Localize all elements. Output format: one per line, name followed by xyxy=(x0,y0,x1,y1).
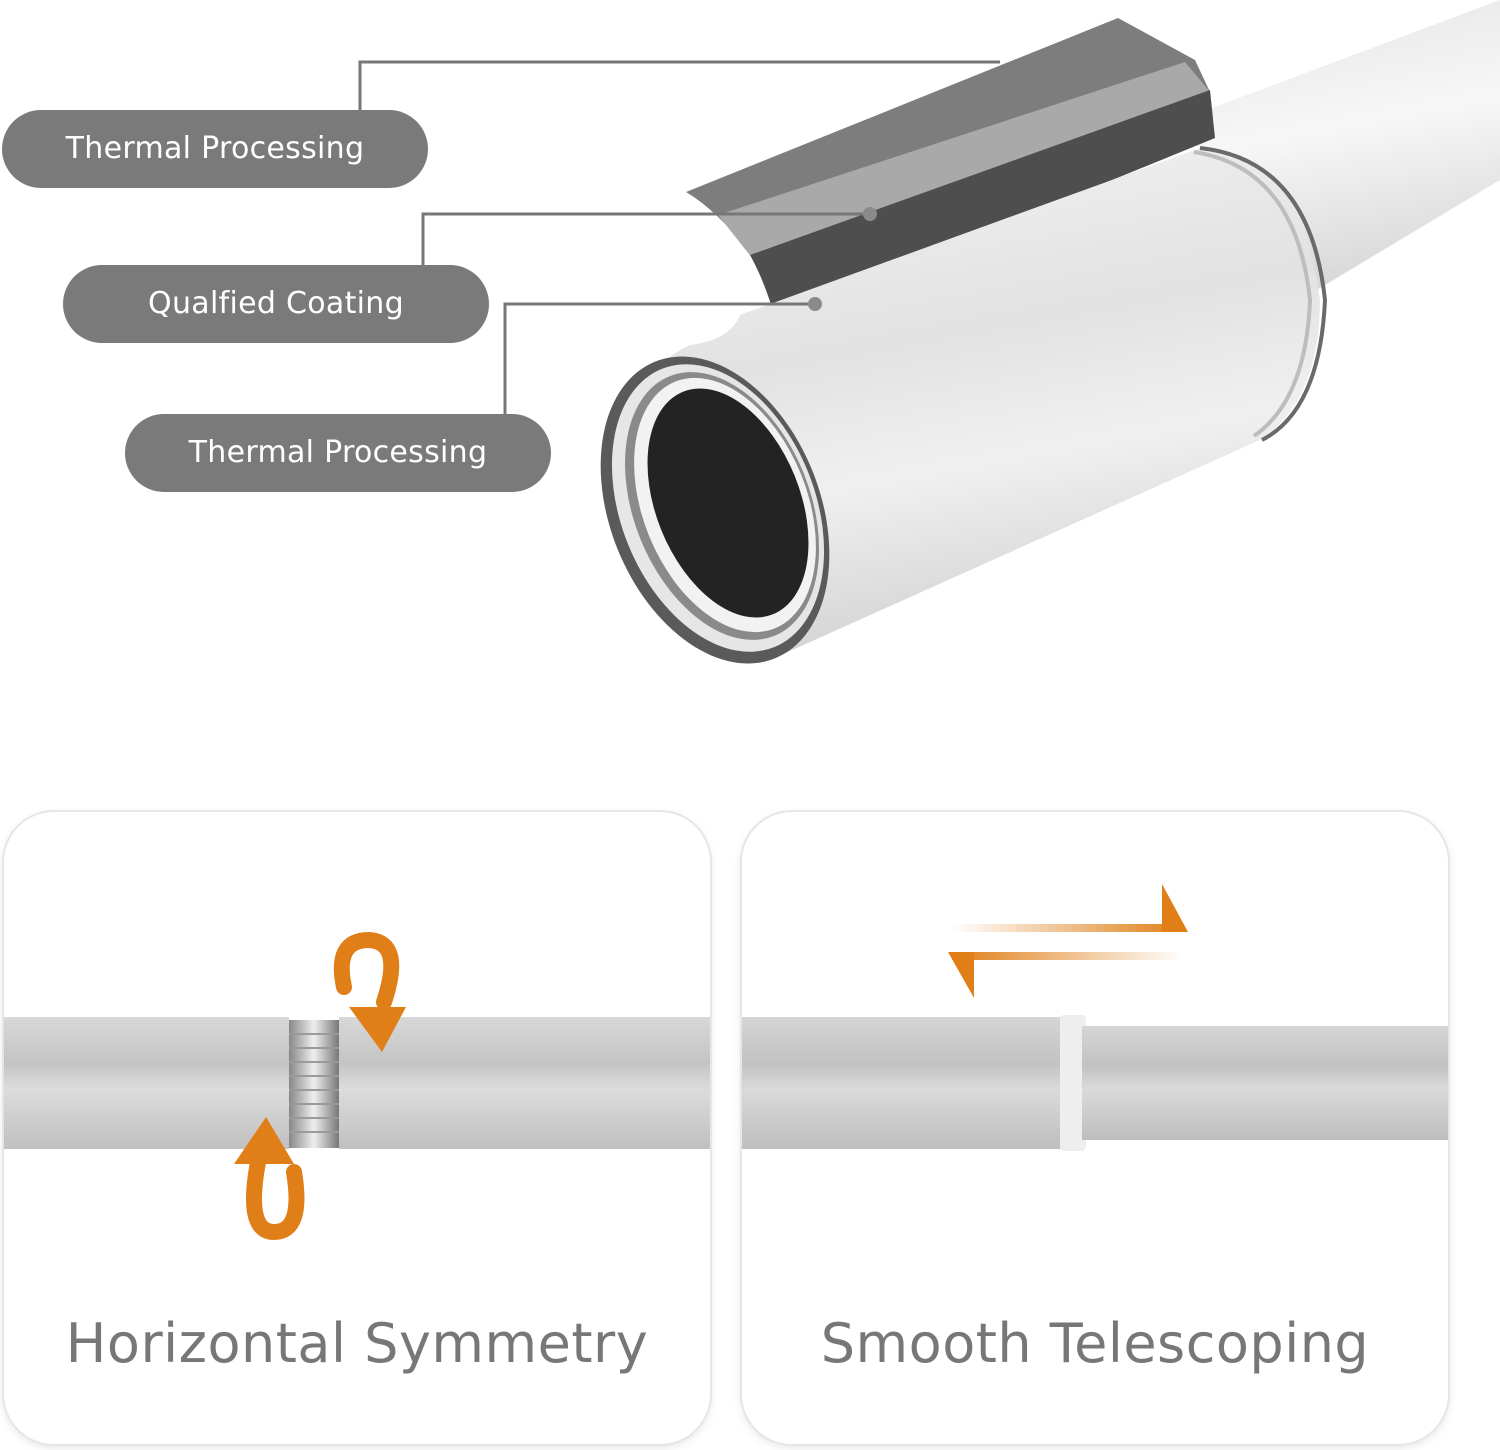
slide-arrows-icon xyxy=(948,884,1188,998)
tube-layers-diagram xyxy=(358,0,1500,664)
threaded-joint-illustration xyxy=(4,931,710,1241)
inner-strip-layer xyxy=(750,90,1215,318)
label-outer-layer: Thermal Processing xyxy=(2,110,428,188)
leader-line-middle xyxy=(421,212,870,266)
label-middle-layer: Qualfied Coating xyxy=(63,265,489,343)
feature-card-smooth-telescoping xyxy=(742,812,1448,1444)
leader-line-inner xyxy=(503,302,815,414)
coating-layer xyxy=(718,62,1210,268)
feature-title-horizontal-symmetry: Horizontal Symmetry xyxy=(65,1312,649,1375)
feature-card-horizontal-symmetry xyxy=(4,812,710,1444)
leader-line-outer xyxy=(358,60,1000,110)
rotate-arrows-icon xyxy=(234,931,406,1241)
feature-title-smooth-telescoping: Smooth Telescoping xyxy=(820,1312,1370,1375)
telescoping-rod-illustration xyxy=(742,884,1448,1151)
label-inner-layer: Thermal Processing xyxy=(125,414,551,492)
